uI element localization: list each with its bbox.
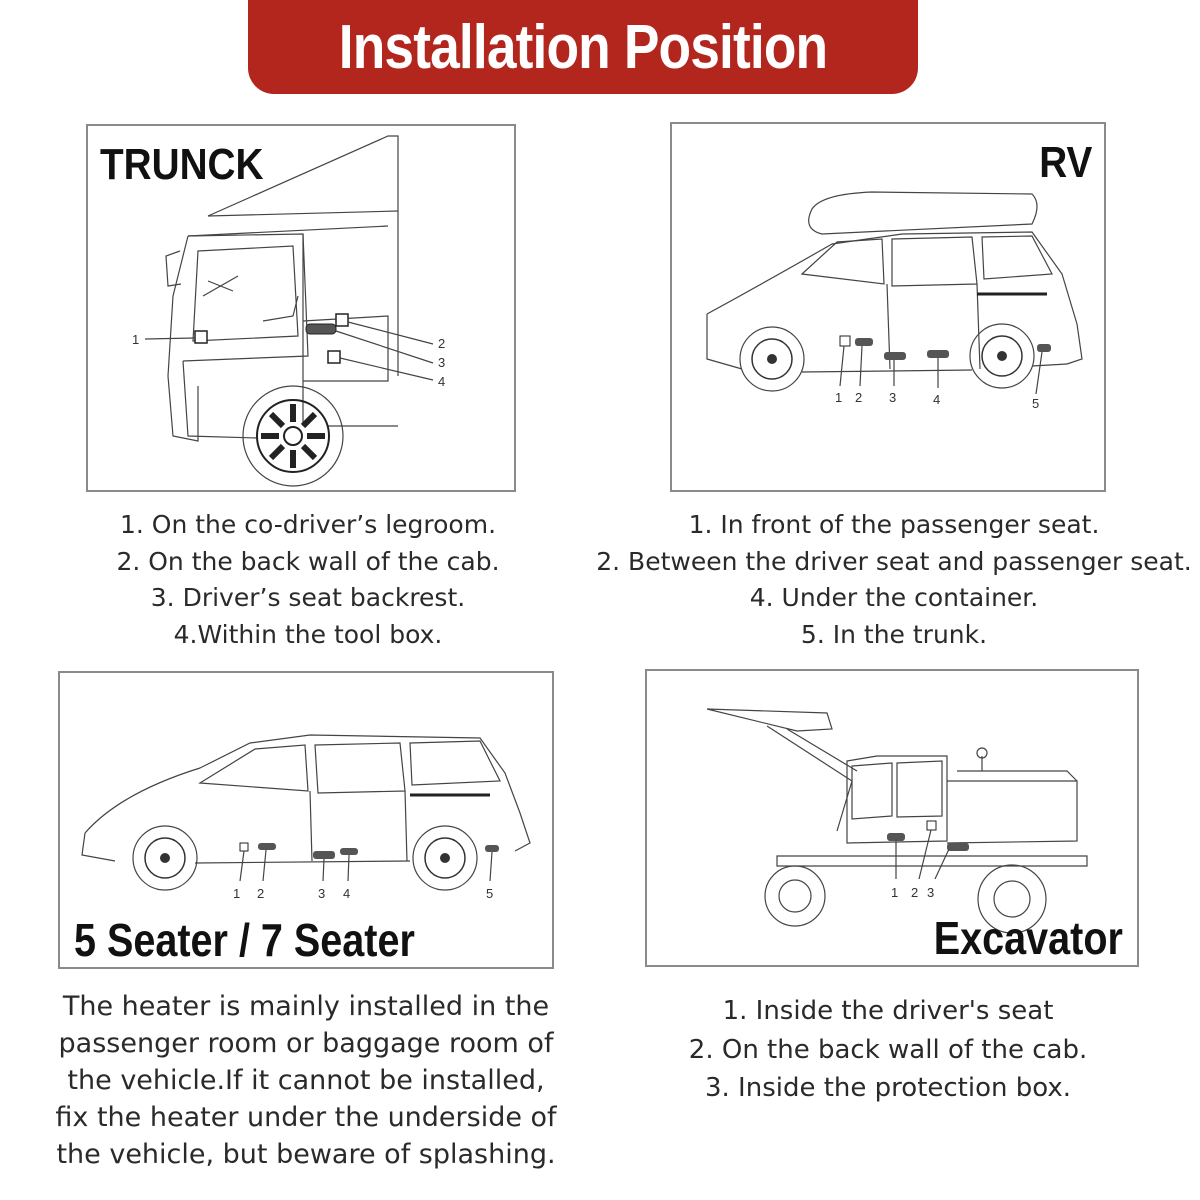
rv-marker-4 [927,350,949,358]
seater-label: 5 Seater / 7 Seater [74,914,415,966]
rv-marker-3 [884,352,906,360]
exc-desc-line: 2. On the back wall of the cab. [688,1034,1088,1065]
excavator-description: 1. Inside the driver's seat 2. On the ba… [640,992,1136,1108]
rv-illustration: 1 2 3 4 5 [706,191,1083,411]
seater-desc-line: the vehicle, but beware of splashing. [56,1139,556,1170]
heater-marker-2 [335,313,349,327]
truck-desc-line: 1. On the co-driver’s legroom. [119,510,497,539]
seater-marker-1 [239,842,249,852]
truck-panel: 1 2 3 4 TRUNCK [86,124,516,492]
exc-callout-2: 2 [911,885,918,900]
seater-callout-5: 5 [486,886,493,901]
truck-callout-2: 2 [438,336,445,351]
rv-desc-line: 1. In front of the passenger seat. [688,510,1100,539]
excavator-illustration: 1 2 3 [706,708,1088,934]
truck-label: TRUNCK [100,140,264,189]
seater-marker-4 [340,848,358,855]
rv-marker-5 [1037,344,1051,352]
rv-desc-line: 4. Under the container. [749,583,1039,612]
exc-callout-3: 3 [927,885,934,900]
seater-desc-line: The heater is mainly installed in the [62,991,550,1022]
exc-desc-line: 1. Inside the driver's seat [722,996,1054,1026]
heater-marker-3 [305,323,337,335]
rv-label: RV [1038,138,1092,187]
rv-callout-2: 2 [855,390,862,405]
seater-callout-3: 3 [318,886,325,901]
exc-marker-1 [887,833,905,841]
exc-marker-3 [947,843,969,851]
exc-callout-1: 1 [891,885,898,900]
rv-callout-3: 3 [889,390,896,405]
truck-illustration: 1 2 3 4 [132,135,445,487]
excavator-panel: 1 2 3 Excavator [645,669,1139,967]
heater-marker-4 [327,350,341,364]
seater-illustration: 1 2 3 4 5 [81,734,531,901]
truck-callout-3: 3 [438,355,445,370]
excavator-label: Excavator [933,912,1123,964]
seater-marker-2 [258,843,276,850]
truck-desc-line: 3. Driver’s seat backrest. [150,583,466,612]
seater-callout-4: 4 [343,886,350,901]
seater-desc-line: fix the heater under the underside of [55,1102,557,1133]
seater-desc-line: the vehicle.If it cannot be installed, [67,1065,545,1096]
rv-panel: 1 2 3 4 5 RV [670,122,1106,492]
rv-description: 1. In front of the passenger seat. 2. Be… [590,507,1198,653]
exc-desc-line: 3. Inside the protection box. [704,1073,1072,1103]
seater-desc-line: passenger room or baggage room of [58,1028,554,1059]
rv-callout-5: 5 [1032,396,1039,411]
rv-desc-line: 2. Between the driver seat and passenger… [596,546,1192,576]
seater-description: The heater is mainly installed in the pa… [40,988,572,1173]
rv-desc-line: 5. In the trunk. [800,619,988,649]
truck-callout-1: 1 [132,332,139,347]
seater-callout-2: 2 [257,886,264,901]
truck-desc-line: 4.Within the tool box. [173,619,443,649]
truck-callout-4: 4 [438,374,445,389]
exc-marker-2 [926,820,937,831]
seater-callout-1: 1 [233,886,240,901]
truck-desc-line: 2. On the back wall of the cab. [116,546,500,576]
rv-marker-1 [839,335,851,347]
rv-callout-4: 4 [933,392,940,407]
heater-marker-1 [194,330,208,344]
seater-marker-5 [485,845,499,852]
truck-description: 1. On the co-driver’s legroom. 2. On the… [60,507,556,653]
rv-marker-2 [855,338,873,346]
seater-panel: 1 2 3 4 5 5 Seater / 7 Seater [58,671,554,969]
page-title: Installation Position [338,12,828,82]
title-banner: Installation Position [248,0,918,94]
rv-callout-1: 1 [835,390,842,405]
seater-marker-3 [313,851,335,859]
